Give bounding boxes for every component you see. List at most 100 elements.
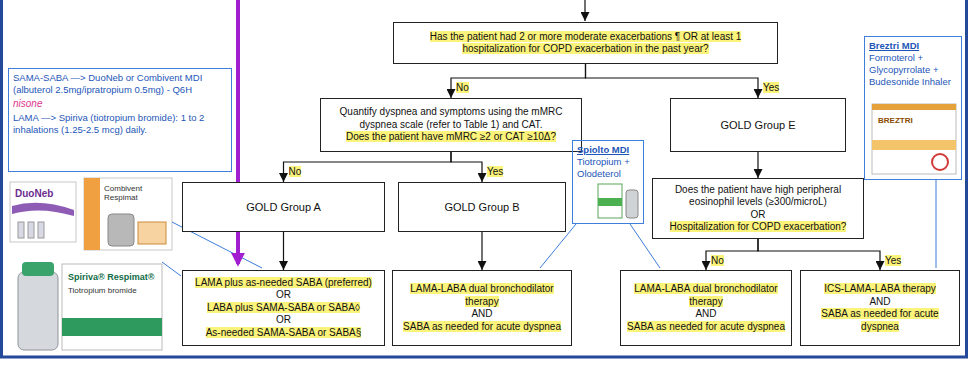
text-line: Quantify dyspnea and symptoms using the … — [326, 106, 576, 131]
text-stack: Quantify dyspnea and symptoms using the … — [326, 106, 576, 144]
node-text: Does the patient have high peripheral eo… — [675, 184, 841, 208]
text-line: Hospitalization for COPD exacerbation? — [658, 221, 858, 234]
leader-line — [162, 262, 181, 276]
node-text: LAMA-LABA dual bronchodilator therapy — [410, 283, 553, 307]
frame-border — [2, 0, 967, 357]
note-title: Breztri MDI — [869, 40, 919, 51]
text-line: AND — [626, 308, 786, 321]
node-text: Quantify dyspnea and symptoms using the … — [340, 106, 563, 130]
flow-arrow — [706, 239, 758, 270]
text-line: SAMA-SABA —> DuoNeb or Combivent MDI (al… — [13, 72, 227, 96]
note-box: SAMA-SABA —> DuoNeb or Combivent MDI (al… — [8, 68, 232, 172]
decision-box: Does the patient have high peripheral eo… — [652, 178, 864, 239]
flow-arrow — [284, 152, 452, 182]
therapy-box: LAMA-LABA dual bronchodilator therapyAND… — [392, 270, 572, 346]
decision-box: Quantify dyspnea and symptoms using the … — [320, 98, 582, 152]
text-line: Has the patient had 2 or more moderate e… — [399, 31, 772, 56]
flow-arrow — [757, 152, 758, 178]
branch-label: Yes — [487, 166, 503, 177]
node-text: SABA as needed for acute dyspnea — [821, 308, 938, 332]
breztri-carton — [872, 104, 956, 174]
text-line: Formoterol + Glycopyrrolate + Budesonide… — [869, 52, 957, 88]
node-text: Formoterol + Glycopyrrolate + Budesonide… — [869, 52, 951, 87]
text-line: LAMA —> Spiriva (tiotropium bromide): 1 … — [13, 112, 227, 136]
node-text: Hospitalization for COPD exacerbation? — [670, 221, 847, 232]
note-box: Spiolto MDITiotropium + Olodeterol — [572, 140, 644, 224]
annotation-label: Spiriva® Respimat® — [68, 272, 154, 282]
text-stack: GOLD Group B — [404, 201, 560, 214]
text-line: LAMA-LABA dual bronchodilator therapy — [626, 283, 786, 308]
group-box: GOLD Group B — [398, 182, 566, 232]
annotation-label: DuoNeb — [15, 188, 53, 200]
duoneb-swoosh — [12, 203, 74, 216]
node-text: LAMA —> Spiriva (tiotropium bromide): 1 … — [13, 112, 204, 135]
text-line: LAMA-LABA dual bronchodilator therapy — [398, 283, 566, 308]
annotation-label: nisone — [13, 98, 42, 110]
spiolto-carton — [598, 184, 622, 218]
text-line: Breztri MDI — [869, 40, 957, 52]
duoneb-vial — [18, 222, 24, 238]
node-text: OR — [276, 289, 291, 300]
annotation-label: BREZTRI — [878, 116, 913, 125]
branch-label-holder: Yes — [885, 255, 901, 267]
text-line: OR — [188, 289, 379, 302]
flow-arrow — [481, 232, 482, 270]
text-stack: Has the patient had 2 or more moderate e… — [399, 31, 772, 56]
breztri-inhaler — [932, 154, 948, 170]
therapy-box: LAMA plus as-needed SABA (preferred)ORLA… — [182, 270, 385, 346]
text-stack: GOLD Group A — [188, 201, 379, 214]
text-stack: ICS-LAMA-LABA therapyANDSABA as needed f… — [806, 283, 954, 333]
text-line: GOLD Group A — [188, 201, 379, 214]
text-line: As-needed SAMA-SABA or SABA§ — [188, 327, 379, 340]
combivent-cartridge — [138, 222, 166, 244]
node-text: SABA as needed for acute dyspnea — [403, 321, 561, 332]
note-box: Breztri MDIFormoterol + Glycopyrrolate +… — [864, 36, 962, 180]
text-line: SABA as needed for acute dyspnea — [626, 321, 786, 334]
text-stack: SAMA-SABA —> DuoNeb or Combivent MDI (al… — [13, 72, 227, 136]
node-text: OR — [751, 209, 766, 220]
flow-arrow — [283, 232, 284, 270]
branch-label: No — [711, 255, 724, 266]
node-text: GOLD Group B — [444, 201, 519, 213]
branch-label-holder: Yes — [487, 166, 503, 178]
flow-arrow — [758, 239, 880, 270]
node-text: SAMA-SABA —> DuoNeb or Combivent MDI (al… — [13, 72, 202, 95]
node-text: AND — [471, 308, 492, 319]
text-stack: LAMA-LABA dual bronchodilator therapyAND… — [398, 283, 566, 333]
flow-arrow — [451, 152, 482, 182]
text-stack: GOLD Group E — [676, 119, 840, 132]
duoneb-vial — [28, 222, 34, 238]
branch-label-holder: No — [289, 166, 302, 178]
spiriva-inhaler — [18, 272, 58, 350]
flow-arrow — [586, 64, 759, 98]
combivent-inhaler — [108, 214, 134, 246]
text-line: ICS-LAMA-LABA therapy — [806, 283, 954, 296]
combivent-carton — [84, 178, 172, 250]
node-text: GOLD Group E — [720, 119, 795, 131]
node-text: LAMA-LABA dual bronchodilator therapy — [634, 283, 777, 307]
annotation-label: Tiotropium bromide — [68, 286, 137, 295]
leader-line — [936, 180, 937, 268]
text-line: OR — [188, 314, 379, 327]
text-stack: LAMA plus as-needed SABA (preferred)ORLA… — [188, 277, 379, 340]
text-line: Does the patient have high peripheral eo… — [658, 184, 858, 209]
text-line: Tiotropium + Olodeterol — [577, 156, 639, 180]
node-text: LAMA plus as-needed SABA (preferred) — [195, 277, 372, 288]
spiriva-band — [62, 318, 162, 336]
incoming-arrow — [584, 0, 585, 21]
text-line: LAMA plus as-needed SABA (preferred) — [188, 277, 379, 290]
branch-label: Yes — [885, 255, 901, 266]
node-text: SABA as needed for acute dyspnea — [627, 321, 785, 332]
text-line: GOLD Group E — [676, 119, 840, 132]
node-text: Tiotropium + Olodeterol — [577, 156, 630, 179]
group-box: GOLD Group A — [182, 182, 385, 232]
text-line: SABA as needed for acute dyspnea — [398, 321, 566, 334]
node-text: GOLD Group A — [246, 201, 321, 213]
node-text: AND — [695, 308, 716, 319]
duoneb-vial — [38, 222, 44, 238]
text-line: GOLD Group B — [404, 201, 560, 214]
node-text: AND — [869, 296, 890, 307]
